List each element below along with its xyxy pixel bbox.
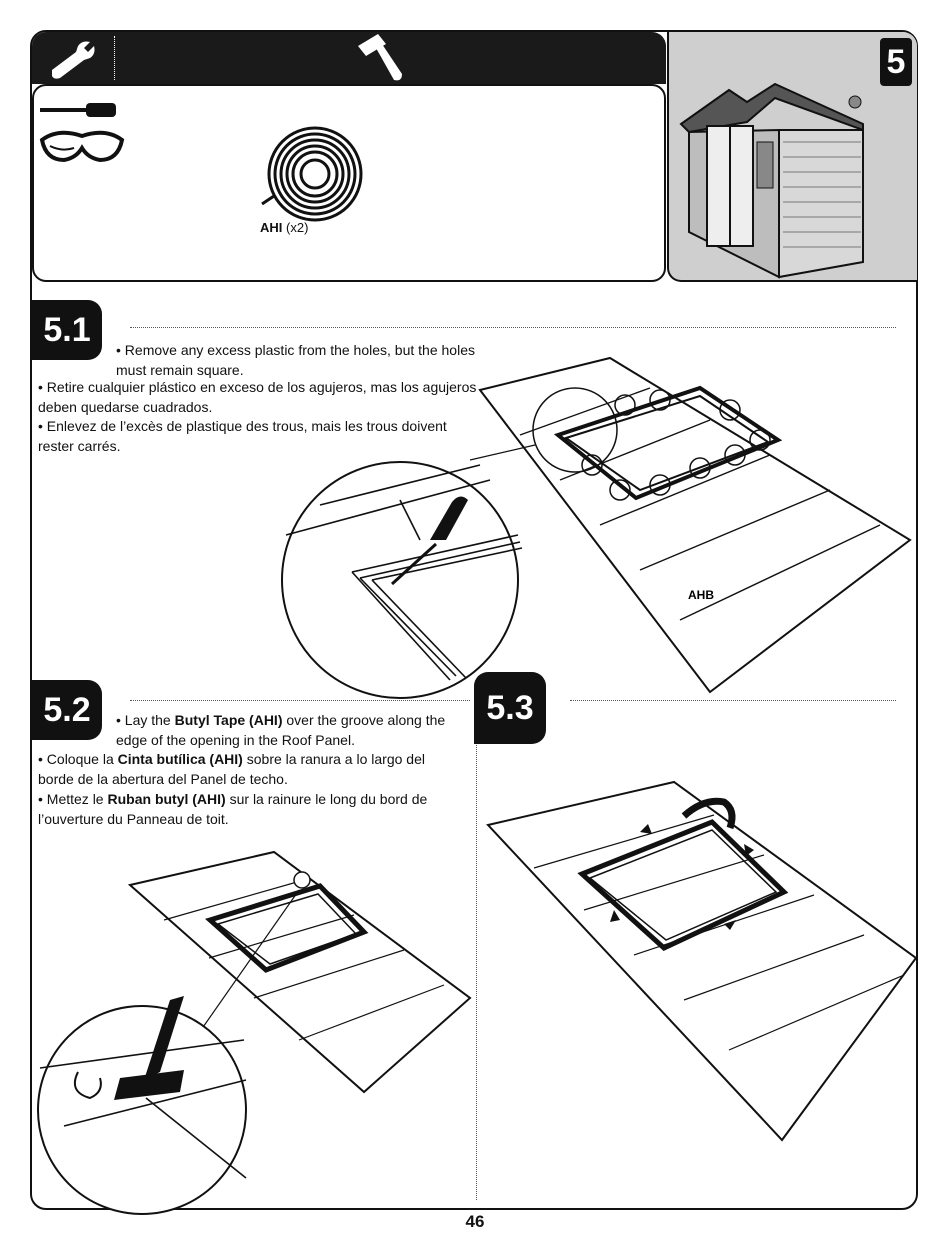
- roof-panel-illustration-5-3: [486, 780, 918, 1142]
- bullet: •: [38, 379, 43, 395]
- divider: [130, 700, 470, 701]
- screwdriver-icon: [40, 103, 116, 117]
- step-number: 5: [880, 38, 912, 86]
- hammer-icon: [358, 34, 402, 81]
- substep-5-1-spanish: • Retire cualquier plástico en exceso de…: [38, 377, 478, 417]
- text-en-pre: Lay the: [124, 712, 175, 728]
- part-label: AHI (x2): [260, 220, 308, 235]
- butyl-tape-roll-icon: [261, 126, 363, 222]
- bullet: •: [116, 342, 121, 358]
- text-fr-pre: Mettez le: [46, 791, 108, 807]
- panel-label-ahb: AHB: [688, 588, 714, 602]
- roof-panel-illustration-5-2: [37, 850, 472, 1215]
- text-fr: Enlevez de l’excès de plastique des trou…: [38, 418, 447, 454]
- bullet: •: [38, 418, 43, 434]
- substep-5-2-tab: 5.2: [32, 680, 102, 740]
- substep-5-2-english: • Lay the Butyl Tape (AHI) over the groo…: [116, 710, 466, 750]
- substep-5-2-spanish: • Coloque la Cinta butílica (AHI) sobre …: [38, 749, 448, 789]
- text-es-pre: Coloque la: [46, 751, 118, 767]
- substep-5-1-french: • Enlevez de l’excès de plastique des tr…: [38, 416, 458, 456]
- text-fr-bold: Ruban butyl (AHI): [107, 791, 226, 807]
- shed-illustration: [679, 82, 864, 279]
- bullet: •: [116, 712, 121, 728]
- divider: [130, 327, 896, 328]
- safety-glasses-icon: [39, 130, 125, 163]
- wrench-icon: [52, 41, 95, 79]
- text-es-bold: Cinta butílica (AHI): [117, 751, 243, 767]
- part-quantity: (x2): [286, 220, 309, 235]
- substep-5-2-french: • Mettez le Ruban butyl (AHI) sur la rai…: [38, 789, 458, 829]
- page-number: 46: [465, 1212, 485, 1231]
- shed-preview: [667, 32, 917, 282]
- roof-panel-illustration-5-1: AHB: [281, 356, 912, 699]
- substep-5-1-tab: 5.1: [32, 300, 102, 360]
- text-es-post: sobre la ranura a lo largo del borde de …: [38, 751, 425, 787]
- tools-parts-box: AHI (x2): [32, 84, 666, 282]
- divider: [570, 700, 896, 701]
- text-en-bold: Butyl Tape (AHI): [174, 712, 283, 728]
- substep-5-3-tab: 5.3: [474, 672, 546, 744]
- part-code: AHI: [260, 220, 283, 235]
- bullet: •: [38, 751, 43, 767]
- text-fr-post: sur la rainure le long du bord de l’ouve…: [38, 791, 428, 827]
- text-en: Remove any excess plastic from the holes…: [116, 342, 475, 378]
- substep-5-1-english: • Remove any excess plastic from the hol…: [116, 340, 486, 380]
- text-es: Retire cualquier plástico en exceso de l…: [38, 379, 477, 415]
- text-en-post: over the groove along the edge of the op…: [116, 712, 446, 748]
- page-frame: [30, 30, 918, 1210]
- column-divider: [476, 700, 477, 1200]
- tools-header-bar: [32, 32, 666, 84]
- bullet: •: [38, 791, 43, 807]
